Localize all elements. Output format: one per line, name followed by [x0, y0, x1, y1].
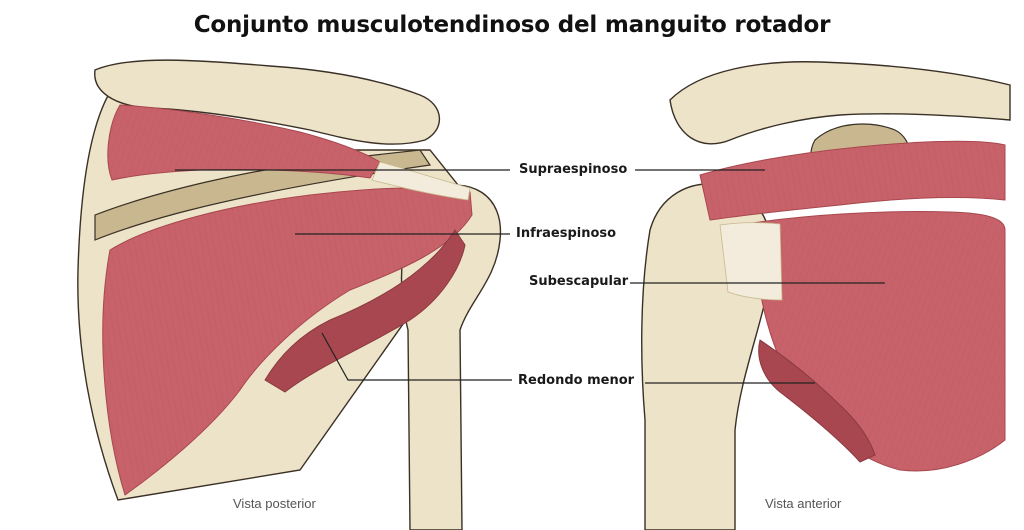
anterior-subscapularis-tendon	[719, 222, 783, 301]
posterior-teres-minor-muscle-fibers	[265, 230, 465, 392]
anterior-clavicle	[669, 61, 1011, 145]
anterior-subscapularis-muscle-fibers	[740, 211, 1005, 471]
posterior-supraspinatus-muscle-fibers	[107, 105, 381, 180]
label-redondo-menor: Redondo menor	[518, 373, 635, 388]
anterior-supraspinatus-muscle-fibers	[700, 141, 1005, 220]
posterior-view	[77, 59, 502, 530]
caption-anterior: Vista anterior	[765, 496, 842, 511]
leader-redondo-menor-left	[321, 332, 512, 381]
leader-lines	[175, 169, 885, 384]
posterior-infraspinatus-muscle-fibers	[102, 188, 473, 495]
diagram-title: Conjunto musculotendinoso del manguito r…	[193, 12, 831, 38]
label-infraespinoso: Infraespinoso	[516, 226, 617, 241]
label-supraespinoso: Supraespinoso	[519, 162, 628, 177]
caption-posterior: Vista posterior	[233, 496, 316, 511]
anterior-view	[641, 61, 1011, 530]
label-subescapular: Subescapular	[529, 274, 629, 289]
anterior-teres-muscle-fibers	[758, 340, 875, 462]
